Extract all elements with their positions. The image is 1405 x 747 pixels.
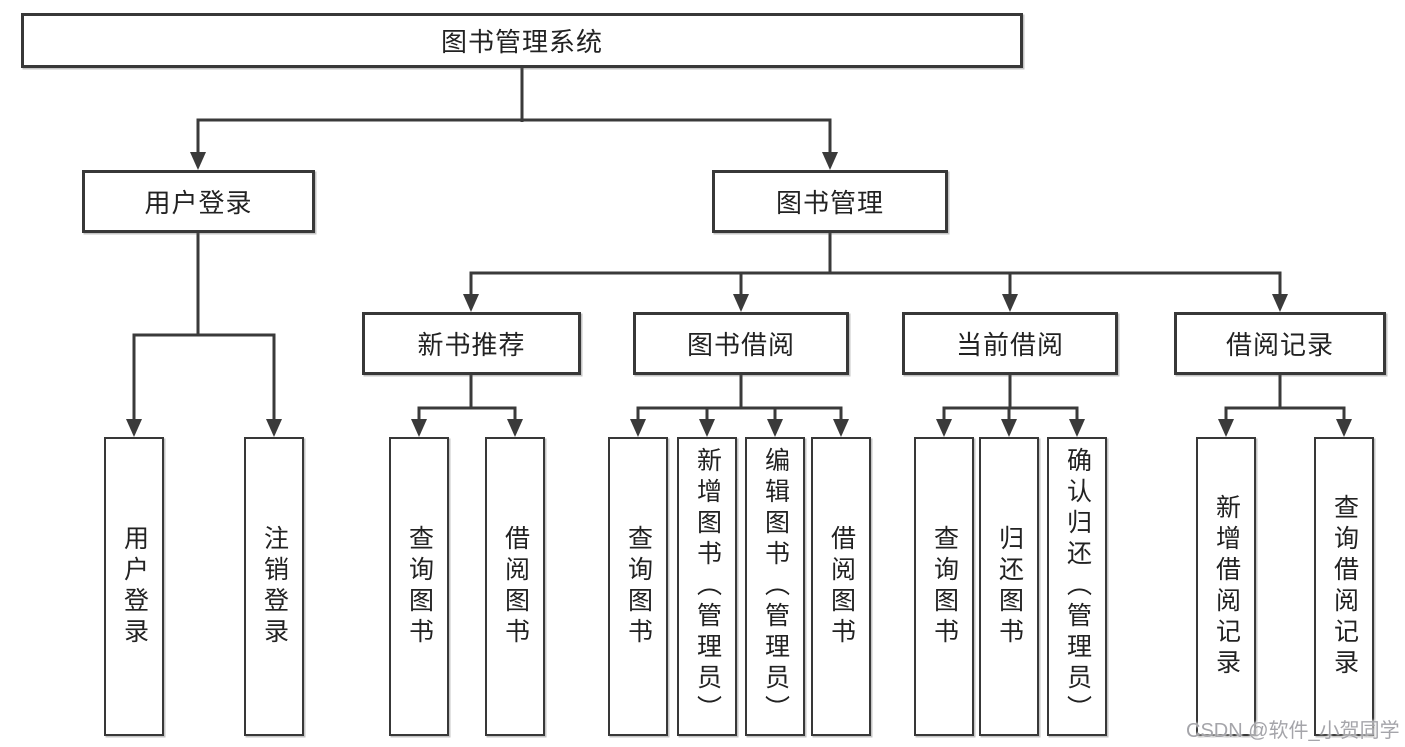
leaf-borrowing-add-books-admin: 新增图书（管理员） xyxy=(677,437,737,736)
leaf-recommend-query-books: 查询图书 xyxy=(389,437,449,736)
arrow-down-icon xyxy=(1001,419,1017,437)
arrow-down-icon xyxy=(822,152,838,170)
node-label: 借阅图书 xyxy=(501,524,530,649)
node-current-borrowing: 当前借阅 xyxy=(902,312,1118,375)
arrow-down-icon xyxy=(1002,294,1018,312)
arrowheads xyxy=(126,152,1352,437)
arrow-down-icon xyxy=(767,419,783,437)
node-label: 当前借阅 xyxy=(955,330,1064,360)
node-book-management: 图书管理 xyxy=(712,170,948,233)
node-label: 查询借阅记录 xyxy=(1330,493,1359,680)
leaf-records-query-record: 查询借阅记录 xyxy=(1314,437,1374,736)
arrow-down-icon xyxy=(1336,419,1352,437)
node-label: 查询图书 xyxy=(624,524,653,649)
csdn-watermark: CSDN @软件_小贺同学 xyxy=(1186,720,1400,742)
node-label: 用户登录 xyxy=(120,524,149,649)
leaf-borrowing-edit-books-admin: 编辑图书（管理员） xyxy=(745,437,805,736)
node-label: 注销登录 xyxy=(260,524,289,649)
node-label: 确认归还（管理员） xyxy=(1063,447,1092,726)
node-label: 查询图书 xyxy=(405,524,434,649)
leaf-borrowing-query-books: 查询图书 xyxy=(608,437,668,736)
node-label: 新增借阅记录 xyxy=(1212,493,1241,680)
arrow-down-icon xyxy=(266,419,282,437)
node-label: 归还图书 xyxy=(995,524,1024,649)
node-label: 图书管理 xyxy=(775,188,884,218)
node-book-borrowing: 图书借阅 xyxy=(633,312,849,375)
arrow-down-icon xyxy=(699,419,715,437)
node-label: 查询图书 xyxy=(930,524,959,649)
arrow-down-icon xyxy=(463,294,479,312)
node-label: 新增图书（管理员） xyxy=(693,447,722,726)
leaf-borrowing-borrow-books: 借阅图书 xyxy=(811,437,871,736)
leaf-current-query-books: 查询图书 xyxy=(914,437,974,736)
arrow-down-icon xyxy=(507,419,523,437)
leaf-current-return-books: 归还图书 xyxy=(979,437,1039,736)
node-new-book-recommend: 新书推荐 xyxy=(362,312,581,375)
arrow-down-icon xyxy=(733,294,749,312)
node-label: 用户登录 xyxy=(144,188,253,218)
leaf-recommend-borrow-books: 借阅图书 xyxy=(485,437,545,736)
leaf-current-confirm-return-admin: 确认归还（管理员） xyxy=(1047,437,1107,736)
node-root-system: 图书管理系统 xyxy=(21,13,1023,68)
arrow-down-icon xyxy=(1272,294,1288,312)
arrow-down-icon xyxy=(126,419,142,437)
arrow-down-icon xyxy=(1069,419,1085,437)
leaf-logout: 注销登录 xyxy=(244,437,304,736)
arrow-down-icon xyxy=(1218,419,1234,437)
arrow-down-icon xyxy=(411,419,427,437)
arrow-down-icon xyxy=(190,152,206,170)
connector-path xyxy=(132,68,1346,421)
arrow-down-icon xyxy=(833,419,849,437)
node-label: 借阅图书 xyxy=(827,524,856,649)
node-label: 图书借阅 xyxy=(686,330,795,360)
leaf-records-add-record: 新增借阅记录 xyxy=(1196,437,1256,736)
leaf-user-login: 用户登录 xyxy=(104,437,164,736)
node-label: 借阅记录 xyxy=(1225,330,1334,360)
node-borrow-records: 借阅记录 xyxy=(1174,312,1386,375)
node-label: 新书推荐 xyxy=(417,330,526,360)
arrow-down-icon xyxy=(630,419,646,437)
node-label: 编辑图书（管理员） xyxy=(761,447,790,726)
node-user-login: 用户登录 xyxy=(82,170,315,233)
arrow-down-icon xyxy=(936,419,952,437)
node-label: 图书管理系统 xyxy=(440,27,603,57)
